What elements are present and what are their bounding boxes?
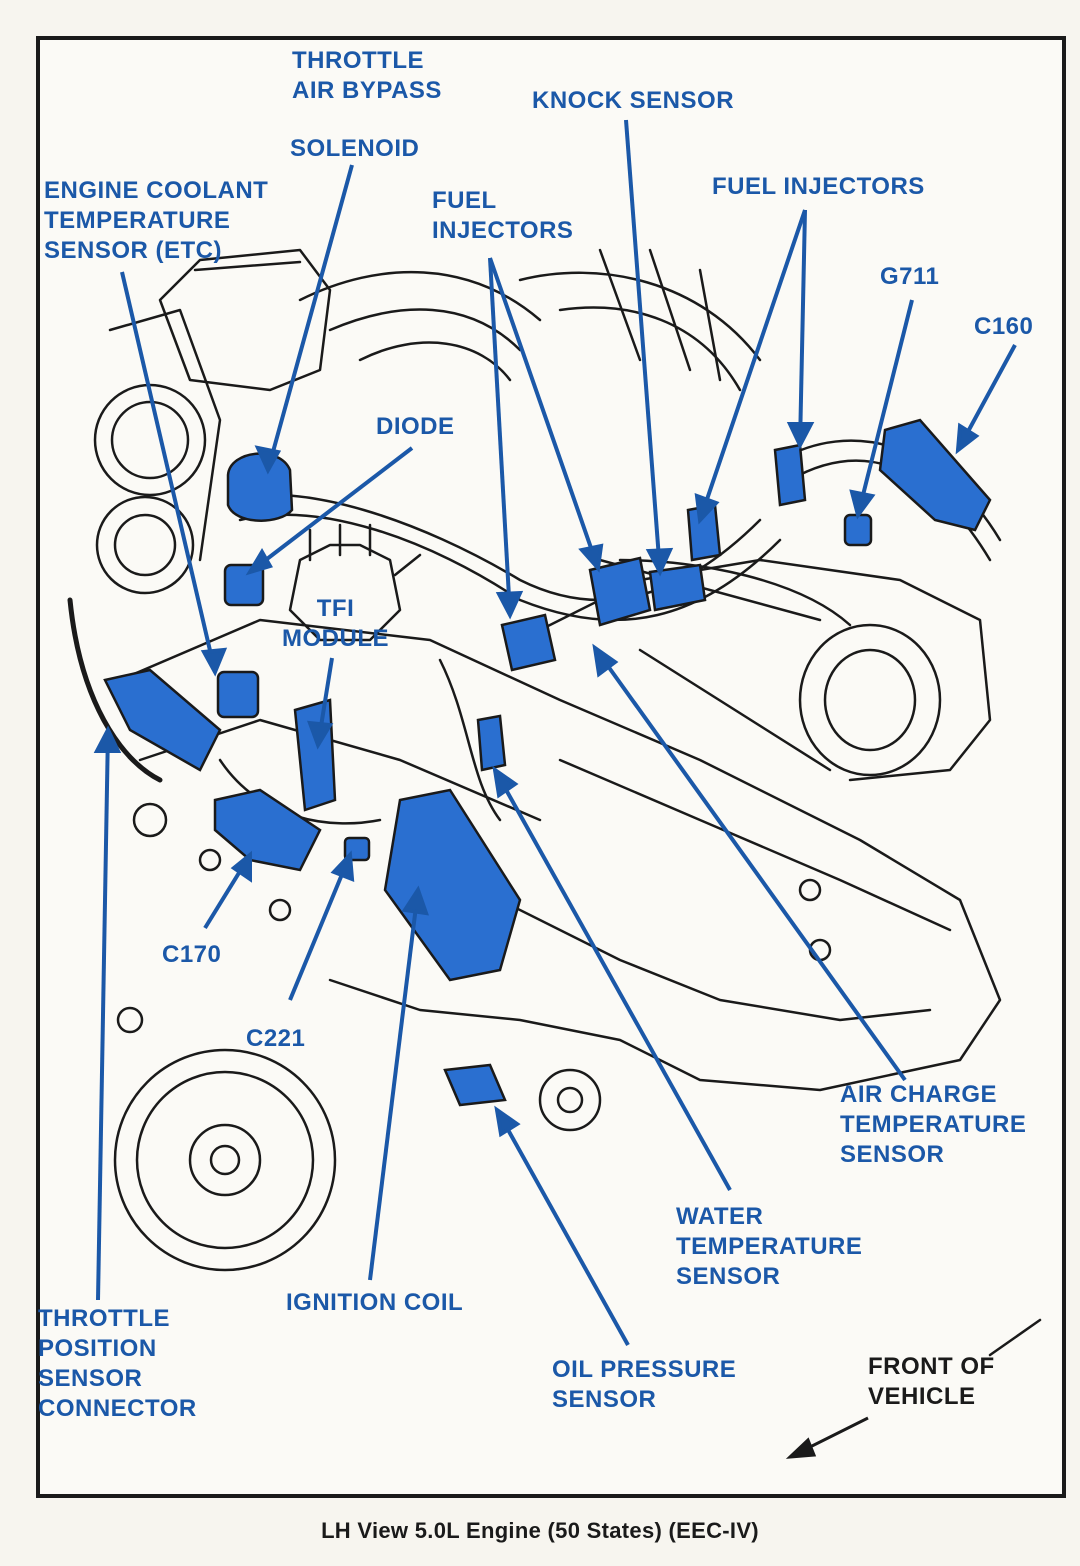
tfi-module: [293, 698, 337, 812]
c160-connector: [878, 418, 992, 532]
solenoid-label: SOLENOID: [290, 135, 420, 162]
etc-sensor: [216, 670, 260, 719]
knock-sensor-connector: [588, 556, 652, 627]
fuel-injectors-right-label: FUEL INJECTORS: [712, 173, 925, 200]
c170-label: C170: [162, 941, 222, 968]
label-line: MODULE: [282, 625, 389, 652]
throttle-air-bypass-label: THROTTLE AIR BYPASS: [292, 46, 442, 106]
knock-sensor-label: KNOCK SENSOR: [532, 87, 735, 114]
label-line: THROTTLE: [38, 1305, 170, 1332]
label-line: AIR CHARGE: [840, 1081, 998, 1108]
label-line: TEMPERATURE: [44, 207, 231, 234]
alternator: [93, 383, 207, 595]
oil-pressure-sensor: [443, 1063, 507, 1107]
left-fuel-injector: [500, 613, 557, 672]
air-charge-label: AIR CHARGE TEMPERATURE SENSOR: [840, 1080, 1026, 1170]
label-line: POSITION: [38, 1335, 157, 1362]
diode: [223, 563, 265, 607]
distributor: [288, 523, 422, 642]
tfi-module-label: TFI MODULE: [282, 594, 389, 654]
label-line: SENSOR: [38, 1365, 143, 1392]
throttle-position-sensor-connector: [103, 668, 222, 772]
label-line: TEMPERATURE: [676, 1233, 863, 1260]
label-line: CONNECTOR: [38, 1395, 197, 1422]
label-line: OIL PRESSURE: [552, 1356, 737, 1383]
engine-coolant-label: ENGINE COOLANT TEMPERATURE SENSOR (ETC): [44, 176, 268, 266]
fuel-injectors-left-label: FUEL INJECTORS: [432, 186, 573, 246]
front-of-vehicle-label: FRONT OF VEHICLE: [868, 1352, 995, 1412]
label-line: SENSOR: [552, 1386, 657, 1413]
g711-connector: [843, 513, 873, 547]
oil-pressure-label: OIL PRESSURE SENSOR: [552, 1355, 736, 1415]
label-line: WATER: [676, 1203, 764, 1230]
water-temperature-label: WATER TEMPERATURE SENSOR: [676, 1202, 862, 1292]
label-line: SENSOR: [676, 1263, 781, 1290]
label-line: FRONT OF: [868, 1353, 995, 1380]
throttle-air-bypass-solenoid: [226, 452, 294, 522]
figure-caption: LH View 5.0L Engine (50 States) (EEC-IV): [321, 1518, 759, 1543]
c221-label: C221: [246, 1025, 306, 1052]
label-line: ENGINE COOLANT: [44, 177, 269, 204]
crankshaft-pulley: [113, 1048, 337, 1272]
label-line: SENSOR: [840, 1141, 945, 1168]
right-fuel-injector-3: [773, 443, 807, 507]
label-line: VEHICLE: [868, 1383, 976, 1410]
ignition-coil-label: IGNITION COIL: [286, 1289, 464, 1316]
label-line: SENSOR (ETC): [44, 237, 223, 264]
label-line: TFI: [316, 595, 355, 622]
throttle-position-label: THROTTLE POSITION SENSOR CONNECTOR: [38, 1304, 197, 1424]
diagram-frame: [36, 36, 1066, 1498]
label-line: AIR BYPASS: [292, 77, 442, 104]
right-fuel-injector-1: [648, 563, 707, 612]
c160-label: C160: [974, 313, 1034, 340]
label-line: FUEL: [432, 187, 497, 214]
c170-connector: [213, 788, 322, 872]
label-line: THROTTLE: [292, 47, 424, 74]
ignition-coil: [383, 788, 522, 982]
label-line: TEMPERATURE: [840, 1111, 1027, 1138]
diode-label: DIODE: [376, 413, 455, 440]
label-line: INJECTORS: [432, 217, 574, 244]
water-temperature-sensor: [476, 714, 507, 772]
g711-label: G711: [880, 263, 940, 290]
